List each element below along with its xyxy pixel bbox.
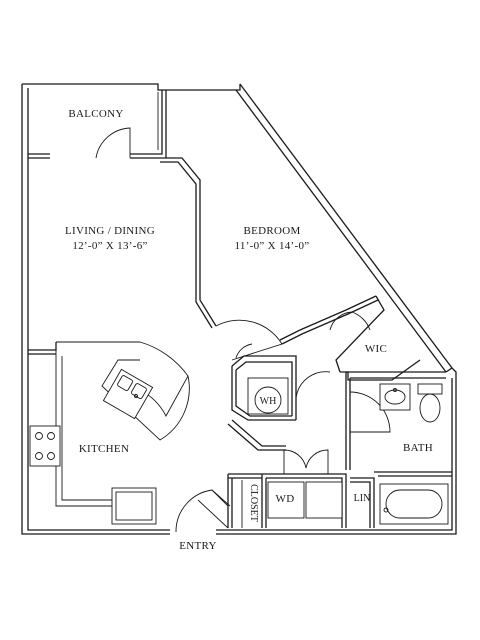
- bath-fixtures: [379, 383, 449, 525]
- room-labels: BALCONY LIVING / DINING 12’-0” X 13’-6” …: [65, 108, 433, 552]
- stove: [29, 425, 61, 467]
- balcony-walls: [28, 90, 167, 159]
- water-heater-label: WH: [260, 396, 277, 407]
- closet-label: CLOSET: [248, 484, 259, 522]
- living-dining-label: LIVING / DINING: [65, 225, 155, 237]
- linen-label: LIN: [354, 493, 371, 504]
- wd-label: WD: [276, 493, 295, 505]
- balcony-label: BALCONY: [68, 108, 123, 120]
- kitchen-counters: [28, 341, 190, 525]
- bedroom-label: BEDROOM: [243, 225, 300, 237]
- kitchen-sink: [102, 368, 154, 420]
- wic-label: WIC: [365, 343, 387, 355]
- washer-dryer: [267, 481, 343, 519]
- exterior-walls: [21, 83, 457, 535]
- bedroom-dimensions: 11’-0” X 14’-0”: [235, 240, 310, 252]
- interior-walls: [160, 157, 452, 528]
- water-heater: [247, 377, 289, 415]
- entry-label: ENTRY: [179, 540, 217, 552]
- bath-label: BATH: [403, 442, 433, 454]
- entry-door: [175, 489, 231, 533]
- refrigerator: [111, 487, 157, 525]
- living-dining-dimensions: 12’-0” X 13’-6”: [72, 240, 147, 252]
- kitchen-label: KITCHEN: [79, 443, 129, 455]
